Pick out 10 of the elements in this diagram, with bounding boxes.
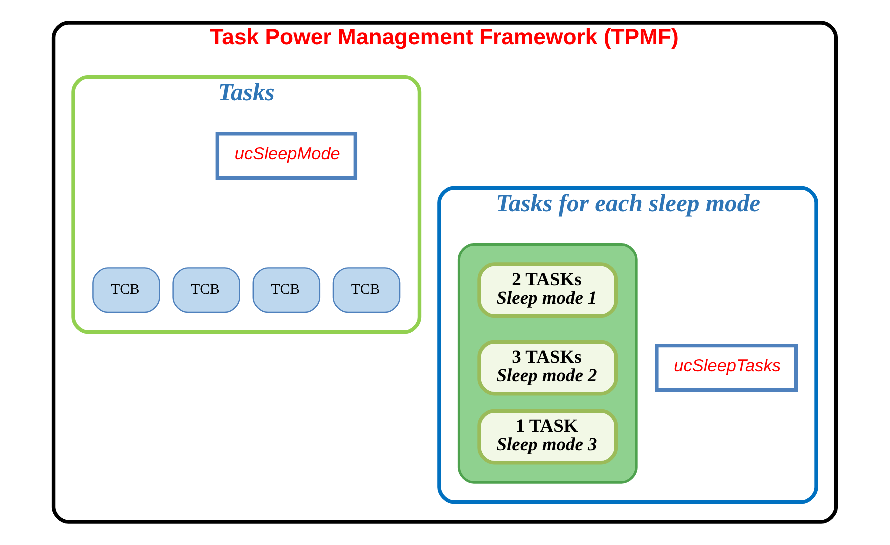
- node-box: TCB: [332, 268, 401, 314]
- node-box: 2 TASKs Sleep mode 1: [478, 262, 618, 318]
- node-box: ucSleepMode: [216, 132, 358, 180]
- node-box: 3 TASKs Sleep mode 2: [478, 340, 618, 396]
- node-box: ucSleepTasks: [655, 344, 798, 392]
- node-box: TCB: [252, 268, 321, 314]
- node-box: 1 TASK Sleep mode 3: [478, 409, 618, 465]
- node-box: TCB: [92, 268, 160, 314]
- node-box: TCB: [172, 268, 240, 314]
- cluster: [458, 244, 638, 484]
